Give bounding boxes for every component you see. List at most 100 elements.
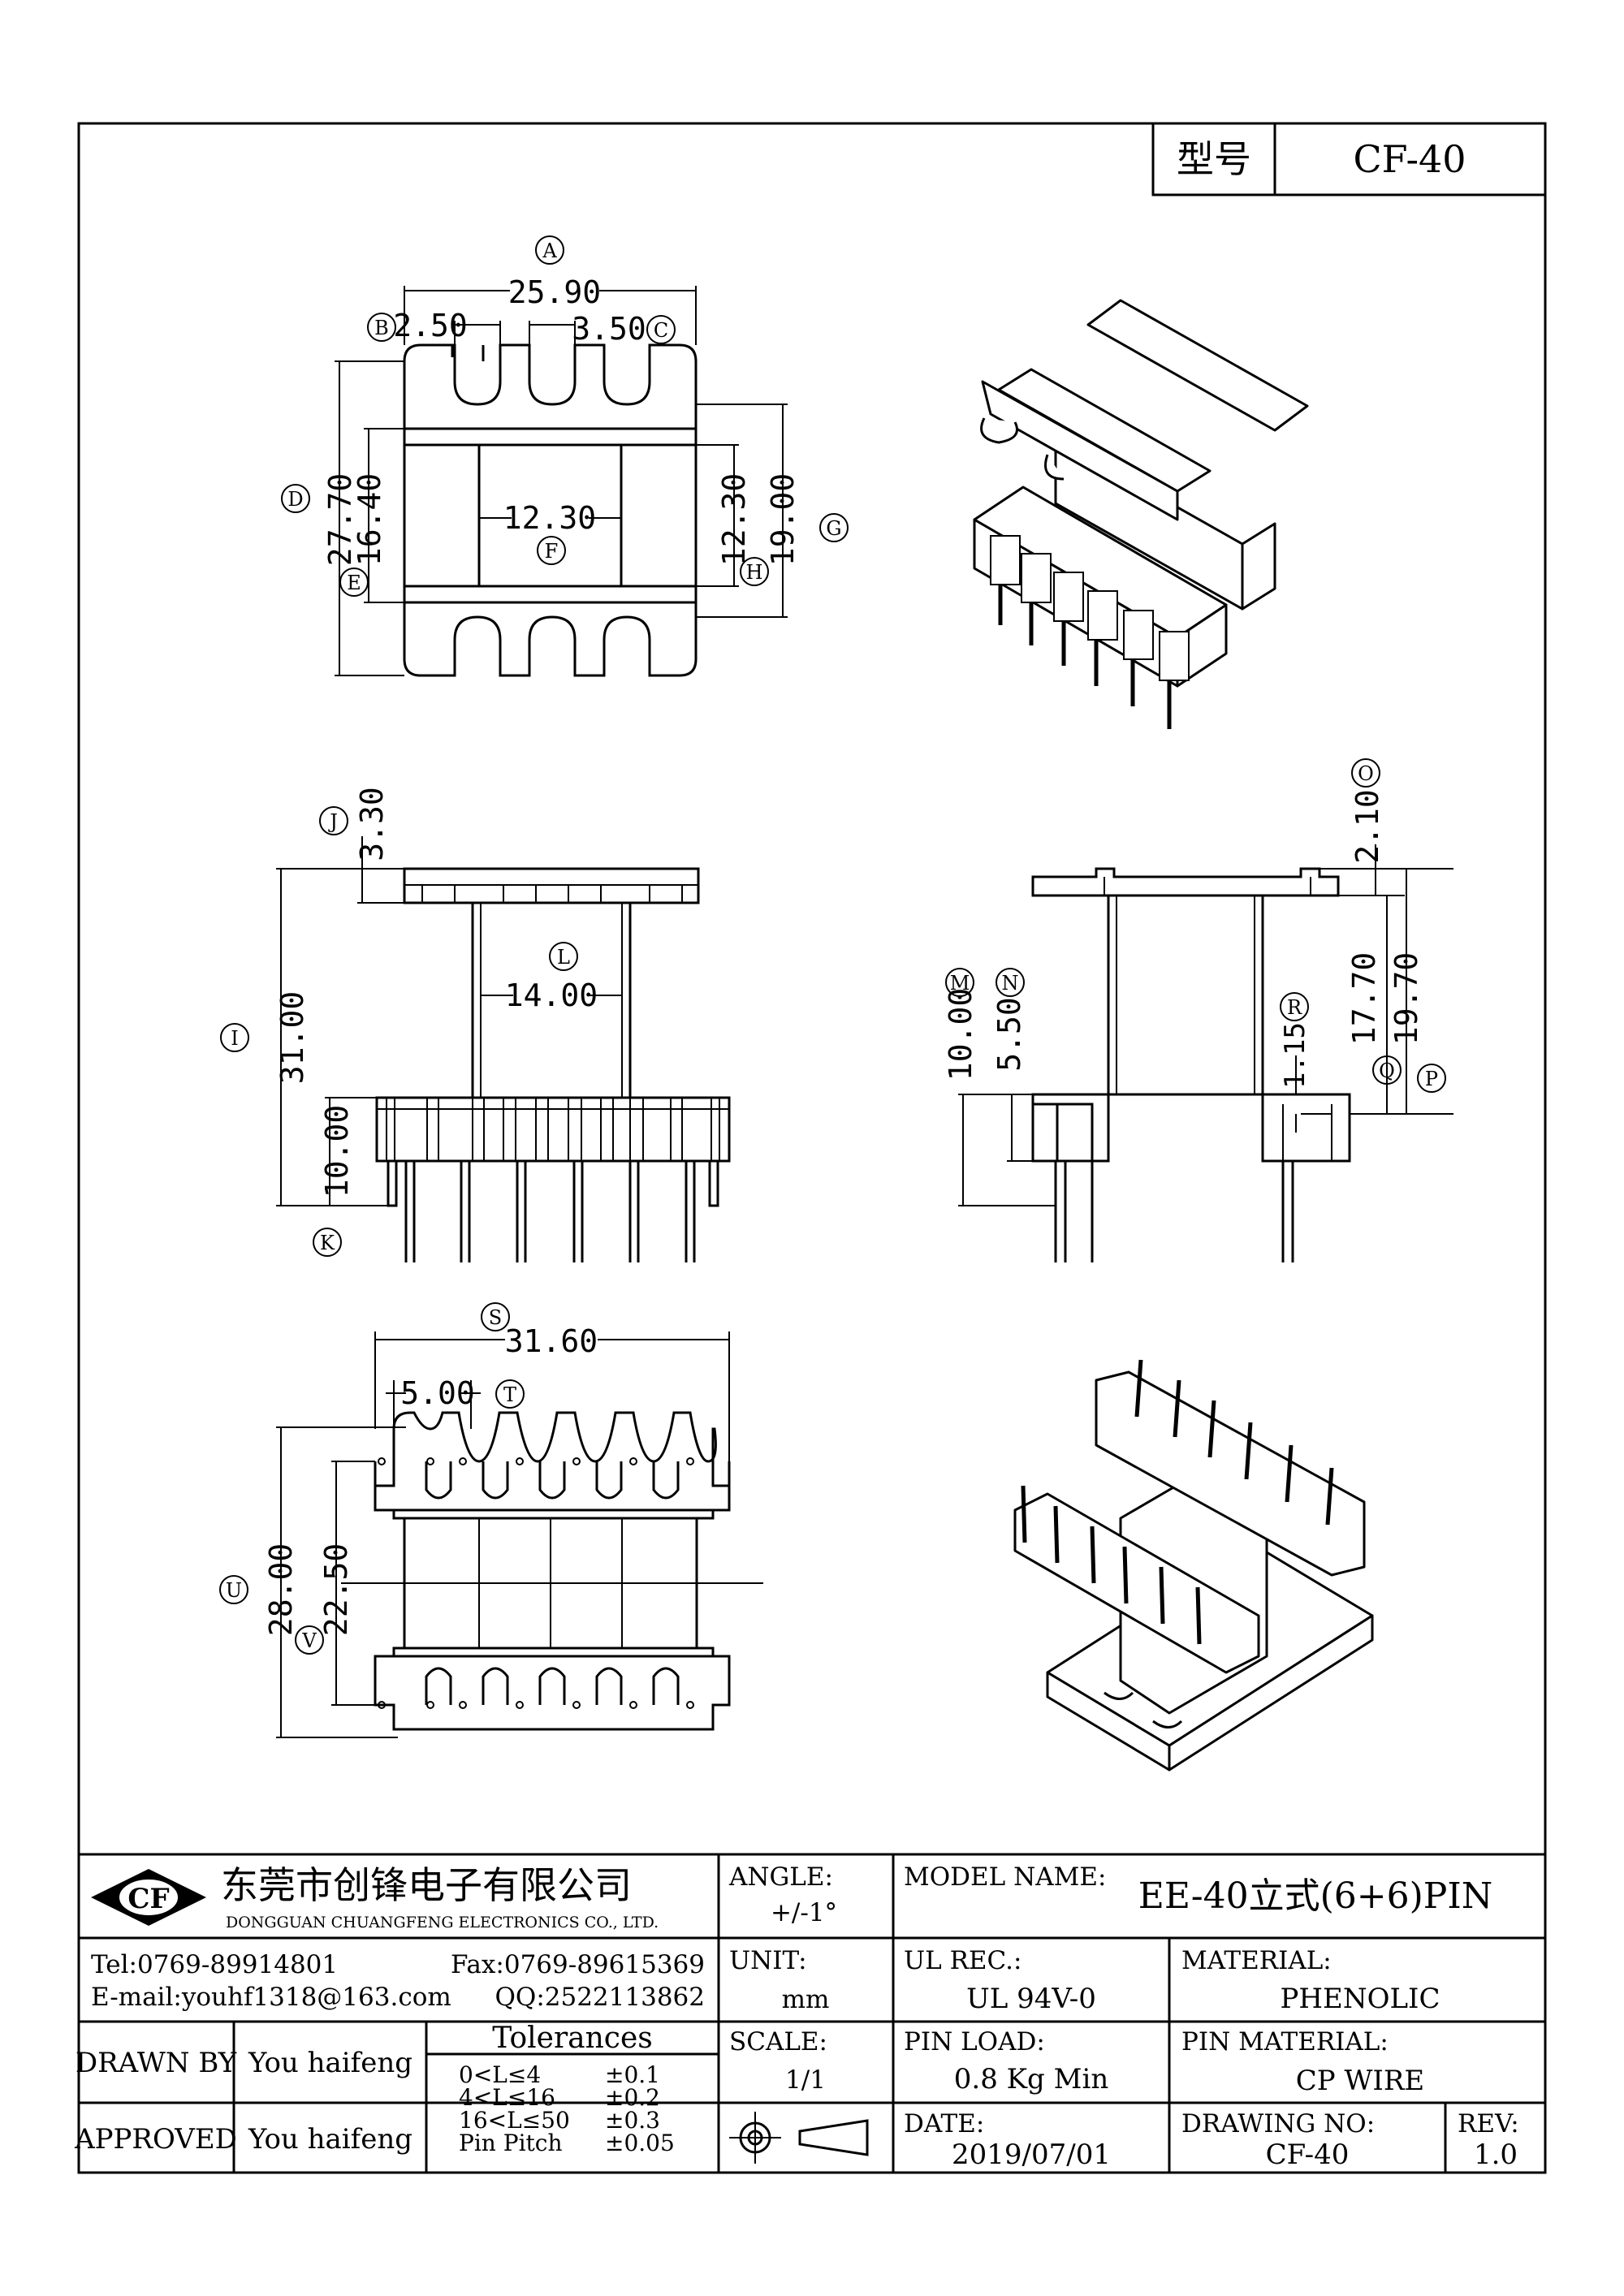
dim-V: 22.50 <box>318 1543 354 1636</box>
company-fax: Fax:0769-89615369 <box>451 1950 705 1979</box>
callout-I: I <box>231 1027 238 1050</box>
callout-T: T <box>503 1383 516 1406</box>
scale-label: SCALE: <box>729 2027 827 2056</box>
dim-S: 31.60 <box>505 1323 598 1359</box>
logo-text: CF <box>127 1883 169 1915</box>
dim-L: 14.00 <box>505 978 598 1013</box>
sheet-border <box>77 122 1547 2174</box>
pin-load-label: PIN LOAD: <box>904 2027 1045 2056</box>
tol-range-0: 0<L≤4 <box>459 2061 541 2088</box>
callout-C: C <box>654 319 668 342</box>
company-tel: Tel:0769-89914801 <box>91 1950 338 1979</box>
unit-value: mm <box>782 1985 830 2014</box>
model-name-label: MODEL NAME: <box>904 1862 1106 1892</box>
title-block: CF 东莞市创锋电子有限公司 DONGGUAN CHUANGFENG ELECT… <box>74 1853 1545 2173</box>
unit-label: UNIT: <box>729 1946 807 1975</box>
drawing-no-label: DRAWING NO: <box>1181 2109 1375 2138</box>
pin-material-label: PIN MATERIAL: <box>1181 2027 1389 2056</box>
callout-M: M <box>950 972 970 995</box>
approved-value: You haifeng <box>248 2123 412 2156</box>
dim-J: 3.30 <box>354 787 390 861</box>
company-name-cn: 东莞市创锋电子有限公司 <box>221 1863 632 1907</box>
dim-P: 19.70 <box>1389 952 1424 1045</box>
date-value: 2019/07/01 <box>952 2138 1111 2171</box>
callout-O: O <box>1358 762 1374 785</box>
dim-G: 19.00 <box>765 473 801 566</box>
front-view: 3.30 J 31.00 I 10.00 K 14.00 L <box>220 787 731 1262</box>
dim-C: 3.50 <box>572 311 646 347</box>
dim-U: 28.00 <box>263 1543 299 1636</box>
dim-H: 12.30 <box>716 473 752 566</box>
drawn-by-value: You haifeng <box>248 2047 412 2079</box>
isometric-view-bottom <box>1013 1359 1374 1772</box>
ul-rec-value: UL 94V-0 <box>966 1983 1096 2015</box>
callout-K: K <box>320 1232 335 1254</box>
dim-D: 27.70 <box>322 473 358 566</box>
callout-Q: Q <box>1379 1060 1395 1082</box>
callout-B: B <box>374 317 389 339</box>
angle-label: ANGLE: <box>728 1862 833 1892</box>
dim-A: 25.90 <box>508 274 601 310</box>
tol-range-2: 16<L≤50 <box>459 2107 570 2134</box>
drawing-no-value: CF-40 <box>1266 2138 1350 2171</box>
drawn-by-label: DRAWN BY <box>76 2047 237 2079</box>
scale-value: 1/1 <box>785 2065 826 2095</box>
tol-range-1: 4<L≤16 <box>459 2084 555 2111</box>
model-box-value: CF-40 <box>1353 137 1466 181</box>
callout-D: D <box>287 488 303 511</box>
material-label: MATERIAL: <box>1181 1946 1332 1975</box>
callout-R: R <box>1287 996 1302 1019</box>
dim-N: 5.50 <box>991 997 1027 1072</box>
dim-F: 12.30 <box>503 500 596 536</box>
rev-label: REV: <box>1458 2109 1519 2138</box>
callout-V: V <box>301 1629 317 1652</box>
callout-A: A <box>542 240 557 262</box>
isometric-view-top <box>973 299 1309 729</box>
company-name-en: DONGGUAN CHUANGFENG ELECTRONICS CO., LTD… <box>226 1914 659 1931</box>
dim-E: 16.40 <box>352 473 387 566</box>
approved-label: APPROVED <box>74 2123 237 2156</box>
callout-N: N <box>1002 972 1019 995</box>
company-qq: QQ:2522113862 <box>495 1983 705 2012</box>
top-view: 25.90 A 2.50 B 3.50 C 27.70 16.40 D E 12… <box>281 235 849 677</box>
projection-symbol <box>729 2112 869 2164</box>
callout-E: E <box>347 572 361 594</box>
model-name-value: EE-40立式(6+6)PIN <box>1138 1875 1493 1917</box>
dim-B: 2.50 <box>393 308 468 343</box>
callout-H: H <box>746 561 763 584</box>
model-box: 型号 CF-40 <box>1151 122 1547 196</box>
tol-value-3: ±0.05 <box>605 2130 675 2156</box>
tol-value-1: ±0.2 <box>605 2084 660 2111</box>
dim-Q: 17.70 <box>1346 952 1382 1045</box>
side-view: 10.00 5.50 M N 2.10 O 17.70 19.70 Q P 1.… <box>943 758 1453 1262</box>
dim-O: 2.10 <box>1350 789 1385 864</box>
bottom-view: 31.60 S 5.00 T 28.00 22.50 U V <box>219 1302 763 1738</box>
company-logo: CF <box>91 1869 206 1926</box>
pin-load-value: 0.8 Kg Min <box>954 2063 1108 2095</box>
callout-G: G <box>826 517 841 540</box>
callout-U: U <box>226 1579 242 1602</box>
material-value: PHENOLIC <box>1281 1983 1440 2015</box>
dim-K: 10.00 <box>319 1105 355 1198</box>
dim-T: 5.00 <box>400 1375 475 1411</box>
angle-value: +/-1° <box>771 1898 837 1927</box>
tol-value-2: ±0.3 <box>605 2107 660 2134</box>
tol-range-3: Pin Pitch <box>459 2130 563 2156</box>
pin-material-value: CP WIRE <box>1296 2065 1425 2097</box>
ul-rec-label: UL REC.: <box>904 1946 1021 1975</box>
tolerance-title: Tolerances <box>492 2022 653 2055</box>
callout-J: J <box>327 810 338 833</box>
callout-S: S <box>489 1306 502 1329</box>
date-label: DATE: <box>904 2109 984 2138</box>
callout-L: L <box>557 946 570 969</box>
callout-P: P <box>1425 1068 1438 1090</box>
rev-value: 1.0 <box>1474 2138 1518 2171</box>
tol-value-0: ±0.1 <box>605 2061 660 2088</box>
dim-M: 10.00 <box>943 988 978 1081</box>
dim-R: 1.15 <box>1279 1022 1311 1089</box>
company-email: E-mail:youhf1318@163.com <box>91 1983 451 2012</box>
model-box-label: 型号 <box>1177 137 1251 181</box>
callout-F: F <box>545 540 559 563</box>
dim-I: 31.00 <box>274 991 310 1084</box>
